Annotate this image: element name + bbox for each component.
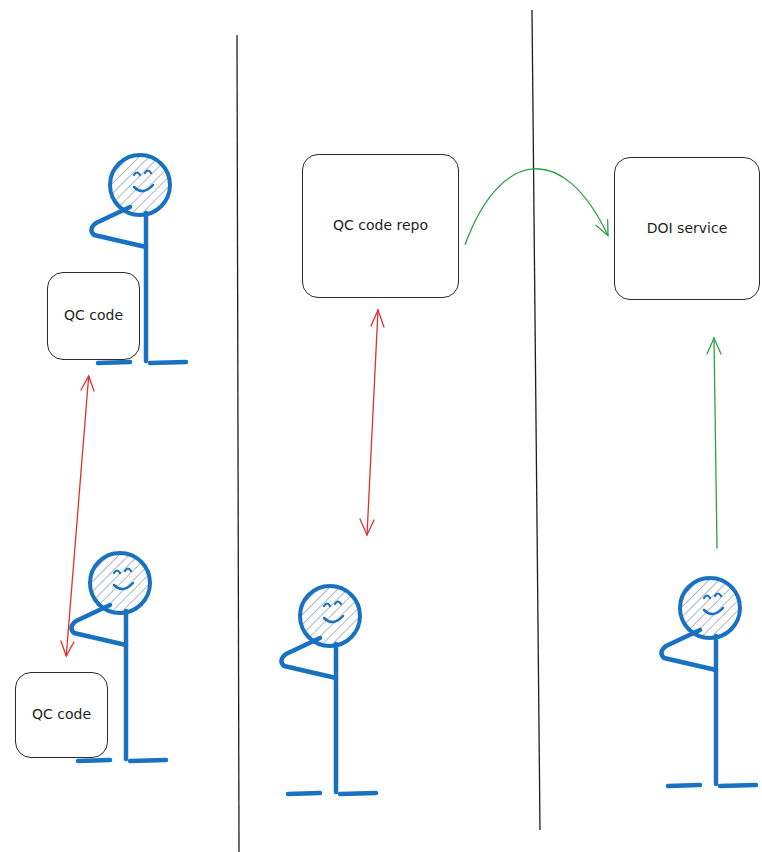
- process-box: QC code: [15, 672, 108, 758]
- box-label: DOI service: [647, 220, 728, 238]
- process-box: DOI service: [614, 157, 760, 300]
- box-label: QC code: [32, 706, 91, 724]
- connector-arrow: [465, 169, 608, 245]
- access-arrow: [360, 310, 384, 535]
- column-divider: [237, 35, 239, 852]
- process-box: QC code: [47, 272, 140, 360]
- process-box: QC code repo: [302, 154, 459, 298]
- stick-figure: [661, 578, 756, 786]
- submit-arrow: [707, 338, 721, 548]
- box-label: QC code repo: [333, 217, 428, 235]
- box-label: QC code: [64, 307, 123, 325]
- stick-figure: [281, 586, 376, 794]
- column-divider: [532, 10, 540, 830]
- connector-arrow: [61, 376, 94, 656]
